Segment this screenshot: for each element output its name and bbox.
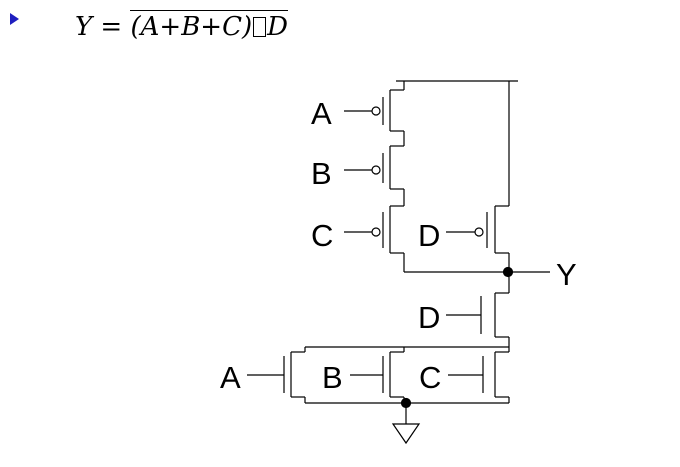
nmos-c [448,347,510,403]
nmos-a [247,347,306,403]
label-pmos-c: C [311,218,333,253]
nmos-b [350,347,405,403]
ground-icon [391,423,421,445]
label-pmos-b: B [311,156,332,191]
missing-glyph-box-icon [253,17,267,37]
label-nmos-b: B [322,360,343,395]
pmos-b [344,145,405,206]
equation-overbar-expression: (A+B+C) D [130,10,288,42]
equation-or-term: (A+B+C) [130,12,253,42]
nmos-d [446,272,510,347]
label-output-y: Y [556,257,577,292]
pmos-d [446,81,510,272]
boolean-equation: Y = (A+B+C) D [75,10,288,42]
pmos-c [344,205,405,272]
pmos-a [344,81,405,146]
output-junction-dot [502,266,514,278]
equation-and-term: D [267,12,288,42]
label-pmos-d: D [418,218,440,253]
label-pmos-a: A [311,96,332,131]
label-nmos-d: D [418,300,440,335]
label-nmos-c: C [419,360,441,395]
label-nmos-a: A [220,360,241,395]
equation-lhs: Y = [75,12,123,42]
bullet-arrow-icon [10,13,19,25]
